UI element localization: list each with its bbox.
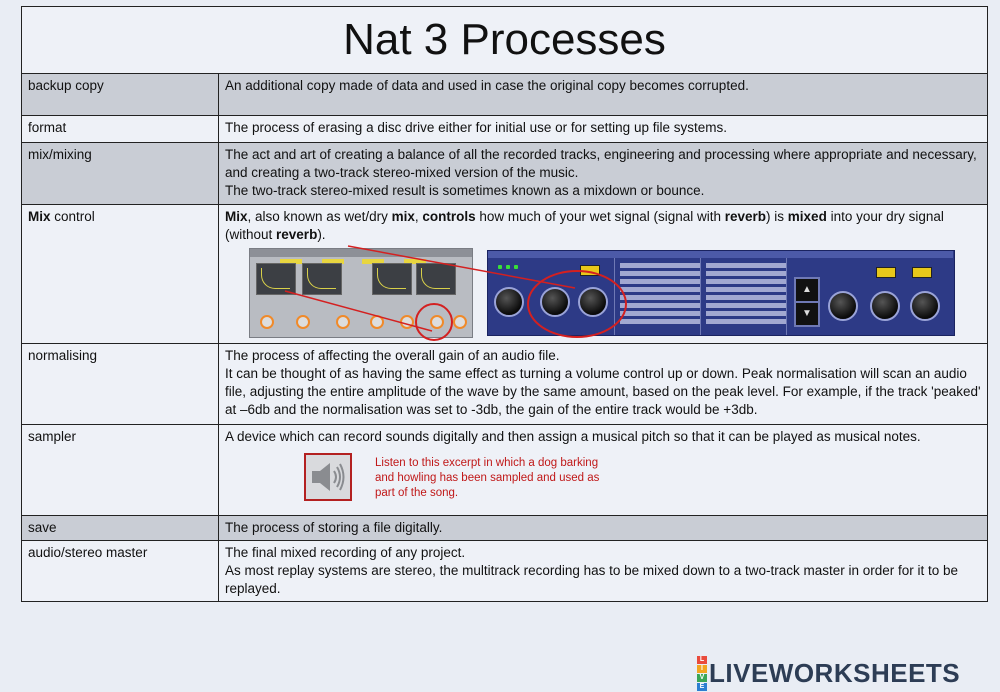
definition-text: The two-track stereo-mixed result is som… [225,183,705,198]
logo-letter: I [697,665,707,673]
term-cell: format [21,115,219,143]
table-row: sampler A device which can record sounds… [21,424,988,516]
logo-icon: L I V E [697,656,707,691]
definition-text: An additional copy made of data and used… [225,78,749,93]
definition-text: The process of erasing a disc drive eith… [225,120,727,135]
definition-text: It can be thought of as having the same … [225,366,981,417]
definition-text: The final mixed recording of any project… [225,545,466,560]
def-part: ). [317,227,326,242]
def-part: ) is [766,209,788,224]
definition-text: Mix, also known as wet/dry mix, controls… [225,209,944,242]
worksheet: Nat 3 Processes backup copy An additiona… [21,6,988,602]
glossary-table: backup copy An additional copy made of d… [21,73,988,602]
def-part: , also known as wet/dry [247,209,392,224]
term-cell: mix/mixing [21,142,219,205]
def-part: mix [391,209,415,224]
def-part: reverb [724,209,767,224]
definition-text: The process of storing a file digitally. [225,520,443,535]
def-part: controls [422,209,476,224]
definition-text: The act and art of creating a balance of… [225,147,977,180]
def-part: reverb [276,227,318,242]
table-row: audio/stereo master The final mixed reco… [21,540,988,602]
def-part: mixed [787,209,827,224]
definition-cell: Mix, also known as wet/dry mix, controls… [218,204,988,344]
speaker-icon [312,463,345,491]
definition-cell: The process of erasing a disc drive eith… [218,115,988,143]
term-cell: save [21,515,219,541]
table-row: save The process of storing a file digit… [21,515,988,541]
highlight-circle [415,303,453,341]
logo-text: LIVEWORKSHEETS [709,658,961,688]
term-cell: audio/stereo master [21,540,219,602]
mix-illustrations: ▲ ▼ [225,245,981,341]
definition-text: A device which can record sounds digital… [225,429,921,444]
definition-cell: A device which can record sounds digital… [218,424,988,516]
term-cell: normalising [21,343,219,425]
highlight-circle [527,270,627,338]
definition-cell: The act and art of creating a balance of… [218,142,988,205]
table-row: backup copy An additional copy made of d… [21,73,988,116]
table-row: mix/mixing The act and art of creating a… [21,142,988,205]
term-cell: sampler [21,424,219,516]
table-row: Mix control Mix, also known as wet/dry m… [21,204,988,344]
def-part: how much of your wet signal (signal with [475,209,725,224]
table-row: normalising The process of affecting the… [21,343,988,425]
logo-letter: E [697,683,707,691]
sampler-audio: Listen to this excerpt in which a dog ba… [225,448,981,512]
logo-letter: V [697,674,707,682]
table-row: format The process of erasing a disc dri… [21,115,988,143]
term-cell: backup copy [21,73,219,116]
pointer-lines [284,245,576,332]
page-title: Nat 3 Processes [21,6,988,73]
definition-cell: The process of storing a file digitally. [218,515,988,541]
definition-text: As most replay systems are stereo, the m… [225,563,959,596]
definition-cell: The process of affecting the overall gai… [218,343,988,425]
term-rest: control [50,209,95,224]
definition-text: The process of affecting the overall gai… [225,348,560,363]
def-part: , [414,209,423,224]
definition-cell: An additional copy made of data and used… [218,73,988,116]
term-cell: Mix control [21,204,219,344]
liveworksheets-logo: L I V E LIVEWORKSHEETS [697,656,960,691]
def-part: Mix [225,209,248,224]
term-bold: Mix [28,209,51,224]
def-part: into your dry signal (without [225,209,944,242]
audio-caption: Listen to this excerpt in which a dog ba… [375,457,600,499]
logo-letter: L [697,656,707,664]
play-audio-button[interactable] [304,453,352,501]
definition-cell: The final mixed recording of any project… [218,540,988,602]
